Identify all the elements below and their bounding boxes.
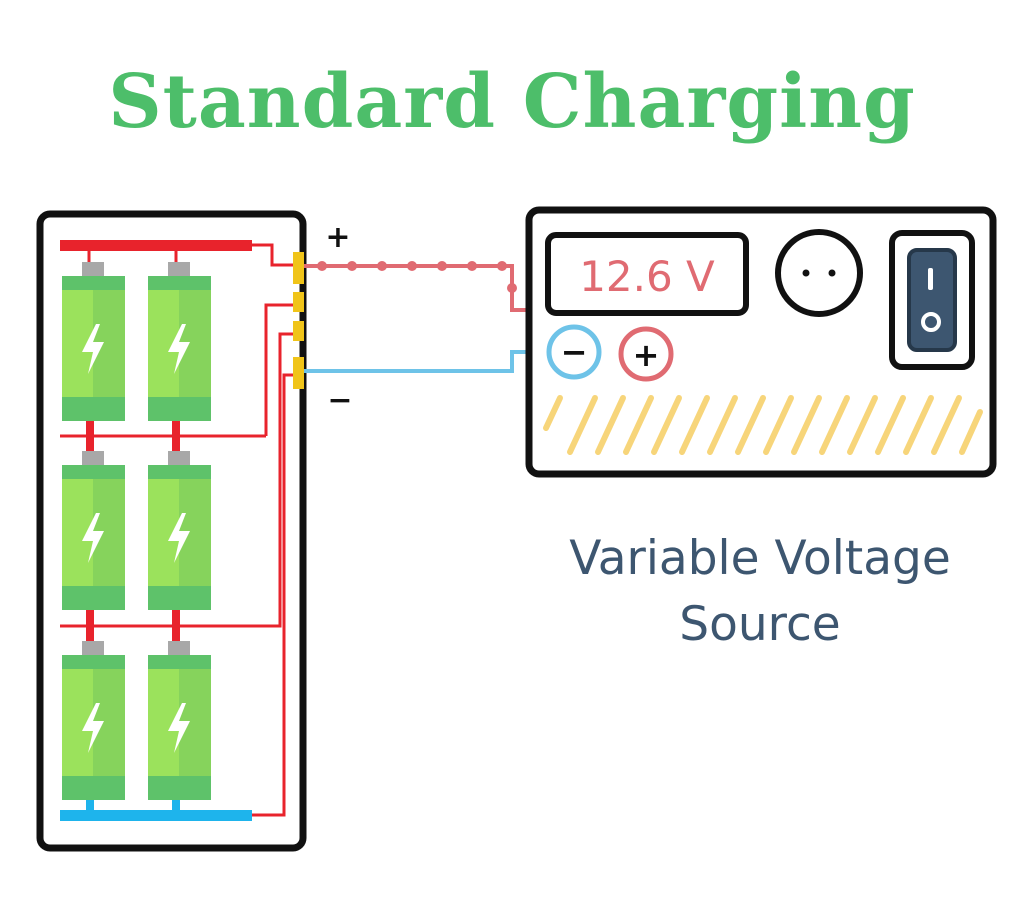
- voltage-display-value: 12.6 V: [579, 252, 715, 301]
- power-supply-label: Variable Voltage Source: [510, 526, 1010, 658]
- pack-internal-wiring: [60, 243, 294, 817]
- positive-terminal-icon[interactable]: +: [618, 326, 674, 382]
- negative-terminal-symbol: −: [561, 333, 588, 371]
- battery-cell-icon: [148, 451, 211, 610]
- diagram-title: Standard Charging: [108, 59, 916, 145]
- battery-cell-icon: [62, 262, 125, 421]
- battery-cell-icon: [62, 641, 125, 800]
- pack-positive-label: +: [325, 220, 350, 255]
- cell-interlinks: [86, 420, 180, 642]
- negative-cell-links: [86, 798, 180, 812]
- balance-connector: [293, 252, 304, 389]
- battery-cell-icon: [62, 451, 125, 610]
- battery-cells: [62, 262, 211, 800]
- negative-terminal-icon[interactable]: −: [546, 324, 602, 380]
- power-switch-icon[interactable]: [889, 230, 975, 370]
- power-supply-label-line2: Source: [679, 597, 841, 652]
- negative-bus-bar: [60, 810, 252, 821]
- voltage-display: [545, 232, 749, 316]
- negative-charge-wire: [304, 350, 548, 373]
- positive-terminal-symbol: +: [633, 336, 660, 374]
- power-outlet-icon: [775, 229, 863, 317]
- battery-cell-icon: [148, 641, 211, 800]
- power-supply-label-line1: Variable Voltage: [569, 531, 951, 586]
- battery-cell-icon: [148, 262, 211, 421]
- pack-negative-label: −: [327, 383, 352, 418]
- vent-hatch: [543, 395, 983, 455]
- positive-bus-bar: [60, 240, 252, 251]
